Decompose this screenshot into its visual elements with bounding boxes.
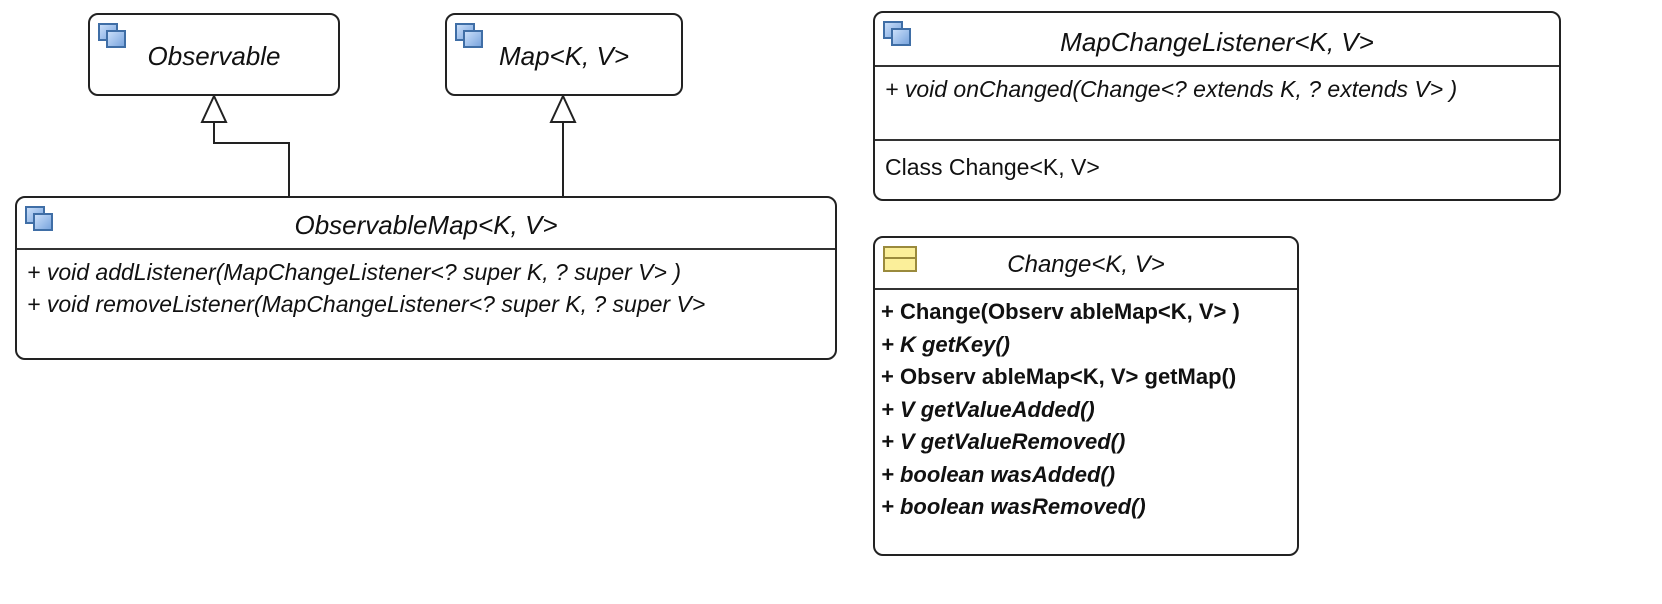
interface-icon [98, 23, 128, 49]
mapchangelistener-nested: Class Change<K, V> [875, 139, 1559, 189]
method-change-constructor: + Change(Observ ableMap<K, V> ) [881, 299, 1240, 324]
class-icon [883, 246, 917, 272]
change-class-box: Change<K, V> + Change(Observ ableMap<K, … [873, 236, 1299, 556]
method-on-changed: + void onChanged(Change<? extends K, ? e… [885, 76, 1458, 102]
interface-icon [455, 23, 485, 49]
method-get-key: + K getKey() [881, 331, 1010, 357]
mapchangelistener-title: MapChangeListener<K, V> [1060, 27, 1374, 57]
method-add-listener: + void addListener(MapChangeListener<? s… [27, 259, 681, 285]
observable-interface-box: Observable [88, 13, 340, 96]
interface-icon [25, 206, 55, 232]
method-was-removed: + boolean wasRemoved() [881, 494, 1146, 519]
observablemap-interface-box: ObservableMap<K, V> + void addListener(M… [15, 196, 837, 360]
arrowhead-observable [200, 93, 228, 123]
mapchangelistener-interface-box: MapChangeListener<K, V> + void onChanged… [873, 11, 1561, 201]
change-title: Change<K, V> [1007, 251, 1165, 278]
method-was-added: + boolean wasAdded() [881, 461, 1116, 487]
map-interface-box: Map<K, V> [445, 13, 683, 96]
arrowhead-map [549, 93, 577, 123]
map-title: Map<K, V> [498, 41, 630, 71]
mapchangelistener-methods: + void onChanged(Change<? extends K, ? e… [875, 65, 1559, 139]
observablemap-title: ObservableMap<K, V> [294, 210, 558, 240]
interface-icon [883, 21, 913, 47]
observable-title: Observable [147, 41, 281, 71]
method-get-map: + Observ ableMap<K, V> getMap() [881, 364, 1237, 389]
method-get-value-removed: + V getValueRemoved() [881, 429, 1126, 454]
nested-class-change: Class Change<K, V> [885, 154, 1100, 180]
method-get-value-added: + V getValueAdded() [881, 396, 1095, 422]
method-remove-listener: + void removeListener(MapChangeListener<… [27, 291, 706, 317]
change-methods: + Change(Observ ableMap<K, V> ) + K getK… [875, 288, 1297, 530]
observablemap-methods: + void addListener(MapChangeListener<? s… [17, 248, 835, 326]
arrow-observablemap-to-observable [213, 110, 290, 196]
